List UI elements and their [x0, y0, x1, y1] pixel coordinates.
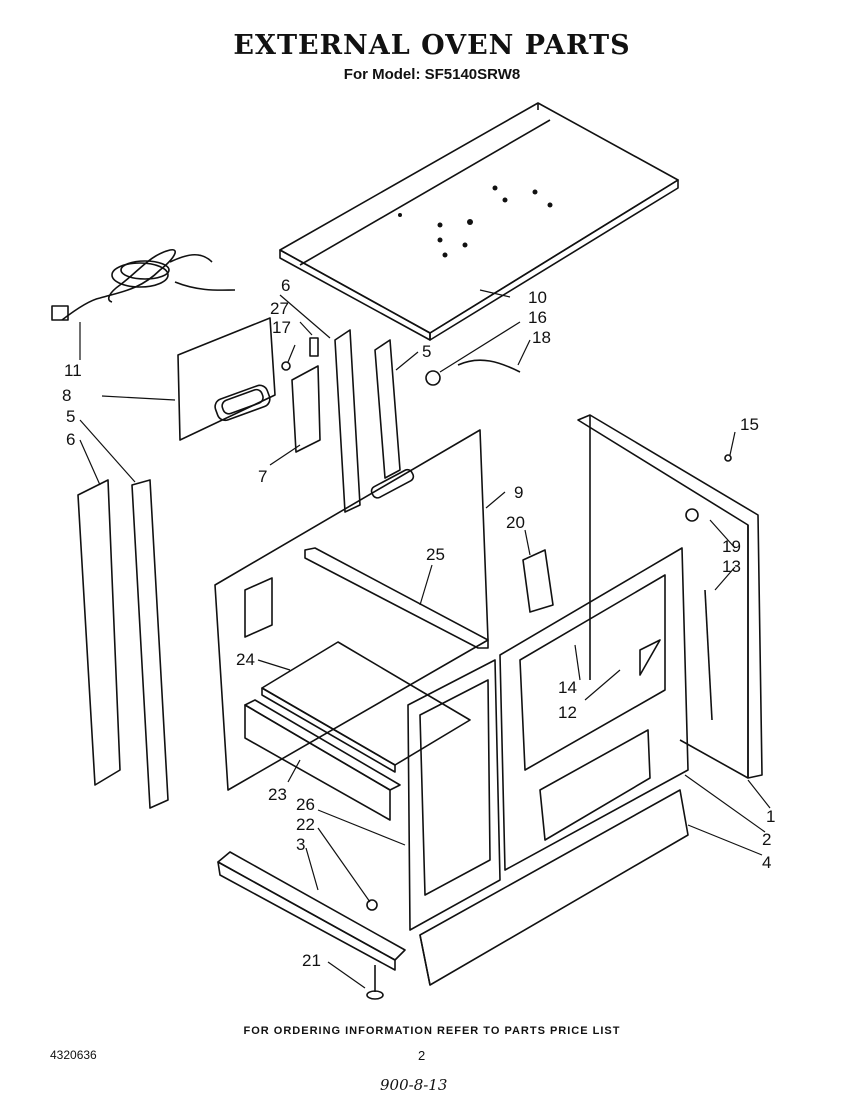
- callout-5b: 5: [66, 407, 75, 426]
- callout-19: 19: [722, 537, 741, 556]
- callout-3: 3: [296, 835, 305, 854]
- callout-26: 26: [296, 795, 315, 814]
- callout-9: 9: [514, 483, 523, 502]
- upper-side-trims: [291, 329, 401, 513]
- center-panel: [499, 547, 689, 871]
- callout-24: 24: [236, 650, 255, 669]
- inner-frame: [304, 547, 489, 649]
- front-base-rail: [217, 851, 406, 971]
- callout-7: 7: [258, 467, 267, 486]
- power-cord-part: [51, 248, 236, 321]
- top-panel-part: [279, 102, 679, 341]
- callout-labels: 1 2 3 4 5 5 6 6 7 8 9 10 11 12 13 14 15 …: [62, 276, 775, 970]
- callout-27: 27: [270, 299, 289, 318]
- callout-14: 14: [558, 678, 577, 697]
- callout-25: 25: [426, 545, 445, 564]
- small-hardware: [281, 337, 732, 911]
- page-title: EXTERNAL OVEN PARTS: [233, 30, 631, 61]
- callout-18: 18: [532, 328, 551, 347]
- leader-lines: [79, 289, 771, 989]
- document-number: 4320636: [50, 1048, 97, 1062]
- callout-23: 23: [268, 785, 287, 804]
- callout-8: 8: [62, 386, 71, 405]
- vent-part: [177, 317, 276, 441]
- callout-2: 2: [762, 830, 771, 849]
- callout-16: 16: [528, 308, 547, 327]
- callout-11: 11: [64, 361, 82, 380]
- model-subtitle: For Model: SF5140SRW8: [343, 66, 521, 83]
- callout-22: 22: [296, 815, 315, 834]
- leveling-leg: [366, 965, 384, 1000]
- callout-4: 4: [762, 853, 771, 872]
- callout-20: 20: [506, 513, 525, 532]
- right-side-panel: [577, 414, 763, 779]
- callout-10: 10: [528, 288, 547, 307]
- callout-15: 15: [740, 415, 759, 434]
- front-frame: [407, 659, 501, 931]
- callout-17: 17: [272, 318, 291, 337]
- page-number: 2: [418, 1048, 426, 1063]
- callout-5a: 5: [422, 342, 431, 361]
- base-rail: [419, 789, 689, 986]
- ordering-note: FOR ORDERING INFORMATION REFER TO PARTS …: [243, 1025, 621, 1037]
- callout-6b: 6: [66, 430, 75, 449]
- callout-1: 1: [766, 807, 775, 826]
- callout-12: 12: [558, 703, 577, 722]
- callout-13: 13: [722, 557, 741, 576]
- handwritten-note: 900-8-13: [380, 1076, 448, 1094]
- callout-6a: 6: [281, 276, 290, 295]
- left-side-trims: [77, 479, 169, 809]
- cabinet-back-panel: [214, 429, 489, 791]
- oven-floor-part: [244, 641, 471, 821]
- callout-21: 21: [302, 951, 321, 970]
